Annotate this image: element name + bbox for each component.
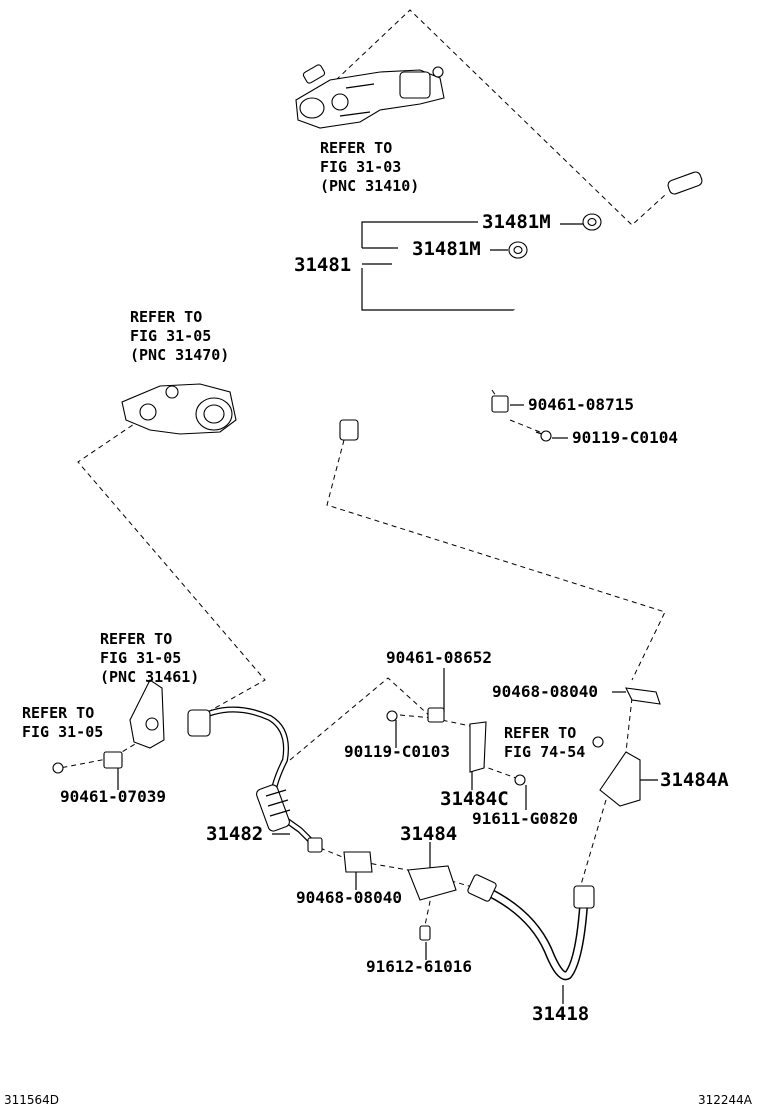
part-label-31481: 31481 (294, 254, 352, 276)
part-label-90119-C0103: 90119-C0103 (344, 742, 450, 761)
part-label-31418: 31418 (532, 1003, 590, 1025)
clip-90461-08715 (491, 395, 552, 442)
master-cylinder-illustration (295, 64, 445, 129)
figure-code-left: 311564D (4, 1093, 60, 1107)
clutch-line-31482 (187, 706, 323, 853)
reference-note-pnc-31470: REFER TO FIG 31-05 (PNC 31470) (130, 308, 230, 365)
bushing-31481M (508, 213, 602, 259)
part-label-31481M-upper: 31481M (482, 211, 551, 233)
part-label-90468-08040-lower: 90468-08040 (296, 888, 402, 907)
part-label-31484: 31484 (400, 823, 458, 845)
part-label-90461-08715: 90461-08715 (528, 395, 634, 414)
reference-note-fig-31-05: REFER TO FIG 31-05 (22, 704, 104, 742)
reference-note-fig-74-54: REFER TO FIG 74-54 (504, 724, 586, 762)
reference-note-pnc-31410: REFER TO FIG 31-03 (PNC 31410) (320, 139, 420, 196)
part-label-31481M-lower: 31481M (412, 238, 481, 260)
part-label-90119-C0104: 90119-C0104 (572, 428, 678, 447)
reference-note-pnc-31461: REFER TO FIG 31-05 (PNC 31461) (100, 630, 200, 687)
part-label-31484C: 31484C (440, 788, 509, 810)
figure-code-right: 312244A (698, 1093, 753, 1107)
part-label-31484A: 31484A (660, 769, 729, 791)
clutch-line-31481 (339, 171, 703, 441)
part-label-90461-07039: 90461-07039 (60, 787, 166, 806)
part-label-91612-61016: 91612-61016 (366, 957, 472, 976)
slave-cylinder-illustration (121, 383, 237, 435)
flexible-hose-31418 (467, 874, 595, 981)
part-label-31482: 31482 (206, 823, 264, 845)
dashed-reference-lines (59, 9, 666, 931)
part-label-90468-08040-upper: 90468-08040 (492, 682, 598, 701)
part-label-91611-G0820: 91611-G0820 (472, 809, 578, 828)
lower-brackets (52, 679, 661, 941)
part-label-90461-08652: 90461-08652 (386, 648, 492, 667)
